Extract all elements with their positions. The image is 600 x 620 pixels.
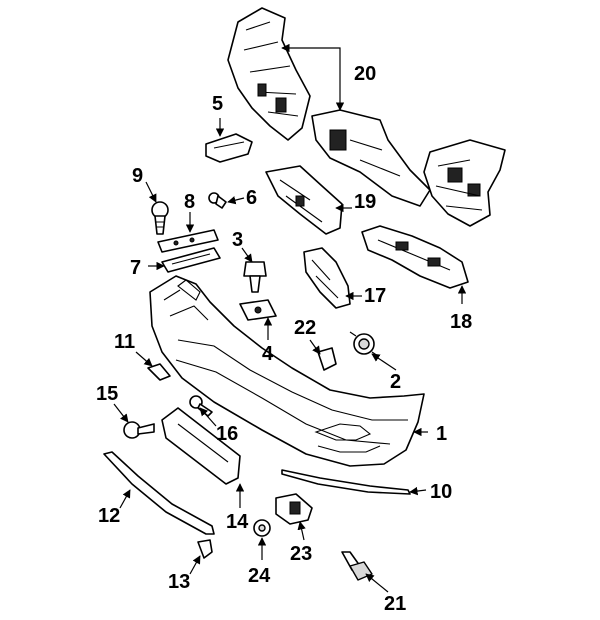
leader-lines — [113, 43, 467, 593]
part-18-side-absorber — [361, 225, 469, 289]
callout-13: 13 — [168, 571, 190, 593]
callout-1: 1 — [436, 423, 447, 445]
callout-17: 17 — [364, 285, 386, 307]
part-10-molding — [281, 469, 411, 495]
part-6-clip — [208, 192, 227, 209]
callout-8: 8 — [184, 191, 195, 213]
callout-23: 23 — [290, 543, 312, 565]
part-1-bumper-cover — [149, 275, 425, 467]
part-5-bracket — [205, 133, 253, 163]
part-24-grommet — [253, 519, 271, 537]
part-12-grille-trim — [103, 451, 215, 535]
callout-14: 14 — [226, 511, 249, 533]
part-17-guide-bracket — [303, 247, 351, 309]
callout-5: 5 — [212, 93, 223, 115]
callout-16: 16 — [216, 423, 238, 445]
part-14-license-bracket — [161, 407, 241, 485]
callout-15: 15 — [96, 383, 118, 405]
callout-3: 3 — [232, 229, 243, 251]
part-9-screw — [151, 201, 169, 235]
callout-10: 10 — [430, 481, 452, 503]
callout-12: 12 — [98, 505, 120, 527]
callout-18: 18 — [450, 311, 472, 333]
callout-20: 20 — [354, 63, 376, 85]
callout-7: 7 — [130, 257, 141, 279]
part-3-bolt — [243, 261, 267, 293]
part-23-mount-block — [275, 493, 313, 525]
part-2-sensor — [349, 331, 379, 357]
callout-6: 6 — [246, 187, 257, 209]
callout-9: 9 — [132, 165, 143, 187]
part-13-plug — [197, 539, 213, 559]
part-22-sensor-bracket — [317, 347, 337, 371]
part-8-mount-strip — [157, 229, 219, 253]
part-15-screw — [123, 421, 155, 439]
callout-19: 19 — [354, 191, 376, 213]
part-19-impact-absorber — [265, 165, 343, 235]
part-11-clip — [147, 363, 171, 381]
callout-labels: 20 5 9 8 6 19 7 3 17 18 22 4 2 11 15 16 … — [96, 63, 472, 615]
callout-11: 11 — [114, 331, 135, 353]
callout-22: 22 — [294, 317, 316, 339]
callout-2: 2 — [390, 371, 401, 393]
part-7-mount-strip — [161, 247, 221, 273]
part-4-nut-plate — [239, 299, 277, 321]
callout-4: 4 — [262, 343, 274, 365]
callout-21: 21 — [384, 593, 406, 615]
callout-24: 24 — [248, 565, 271, 587]
part-20-bumper-carrier — [227, 7, 506, 227]
